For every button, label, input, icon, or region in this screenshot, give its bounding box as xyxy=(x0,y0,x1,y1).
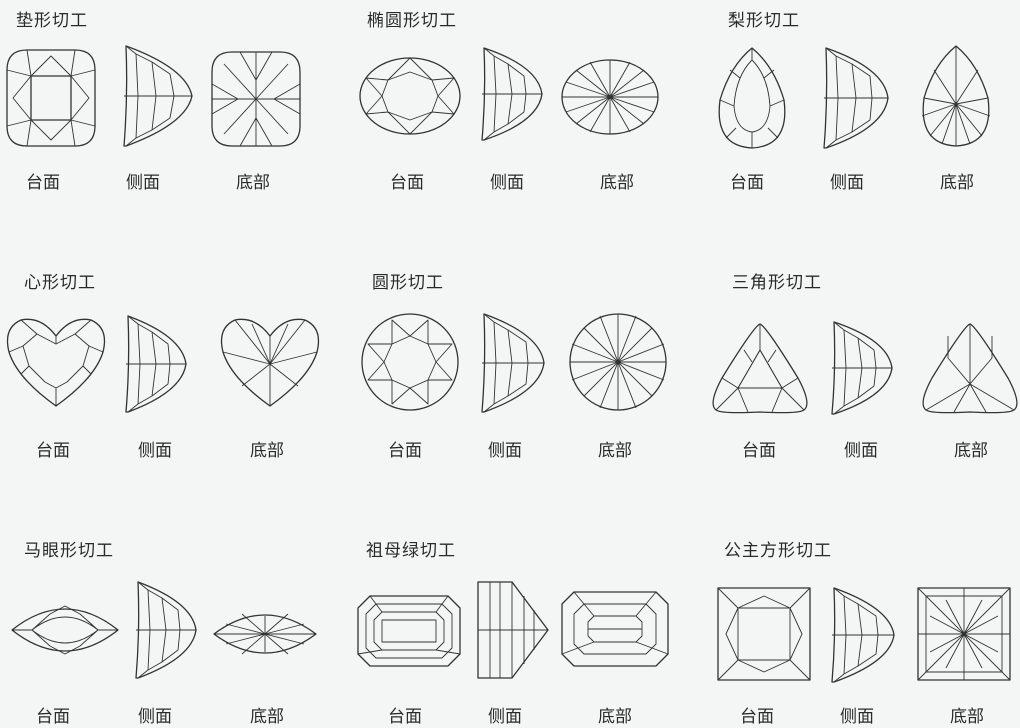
pear-label-side: 侧面 xyxy=(830,173,864,193)
oval-label-side: 侧面 xyxy=(490,173,524,193)
pear-label-pavilion: 底部 xyxy=(940,173,974,193)
marquise-label-pavilion: 底部 xyxy=(250,707,284,727)
emerald-label-pavilion: 底部 xyxy=(598,707,632,727)
heart-pavilion-view xyxy=(220,318,320,407)
heart-label-table: 台面 xyxy=(36,441,70,461)
trillion-side-view xyxy=(831,321,893,415)
pear-label-table: 台面 xyxy=(730,173,764,193)
cushion-label-side: 侧面 xyxy=(126,173,160,193)
oval-label-pavilion: 底部 xyxy=(600,173,634,193)
marquise-table-view xyxy=(11,605,119,655)
emerald-side-view xyxy=(477,581,549,679)
trillion-label-pavilion: 底部 xyxy=(954,441,988,461)
round-label-pavilion: 底部 xyxy=(598,441,632,461)
cushion-label-pavilion: 底部 xyxy=(236,173,270,193)
round-cut-title: 圆形切工 xyxy=(372,273,444,293)
marquise-side-view xyxy=(135,581,197,679)
emerald-pavilion-view xyxy=(561,591,669,667)
princess-label-table: 台面 xyxy=(740,707,774,727)
trillion-pavilion-view xyxy=(922,323,1018,414)
oval-label-table: 台面 xyxy=(390,173,424,193)
pear-cut-title: 梨形切工 xyxy=(728,11,800,31)
oval-cut-title: 椭圆形切工 xyxy=(367,11,457,31)
emerald-label-side: 侧面 xyxy=(488,707,522,727)
marquise-label-table: 台面 xyxy=(36,707,70,727)
princess-label-side: 侧面 xyxy=(840,707,874,727)
marquise-cut-title: 马眼形切工 xyxy=(24,541,114,561)
trillion-label-side: 侧面 xyxy=(844,441,878,461)
heart-label-side: 侧面 xyxy=(138,441,172,461)
heart-cut-title: 心形切工 xyxy=(24,273,96,293)
princess-side-view xyxy=(831,587,895,683)
trillion-table-view xyxy=(712,323,808,414)
oval-pavilion-view xyxy=(561,59,659,135)
marquise-pavilion-view xyxy=(213,613,317,655)
heart-side-view xyxy=(125,315,187,413)
trillion-label-table: 台面 xyxy=(742,441,776,461)
round-table-view xyxy=(361,313,459,411)
cushion-label-table: 台面 xyxy=(26,173,60,193)
princess-table-view xyxy=(717,587,811,681)
round-label-table: 台面 xyxy=(388,441,422,461)
pear-pavilion-view xyxy=(921,45,991,147)
heart-label-pavilion: 底部 xyxy=(250,441,284,461)
cushion-cut-title: 垫形切工 xyxy=(16,11,88,31)
princess-cut-title: 公主方形切工 xyxy=(724,541,832,561)
pear-table-view xyxy=(718,47,786,149)
heart-table-view xyxy=(6,318,106,407)
oval-table-view xyxy=(359,57,461,135)
round-label-side: 侧面 xyxy=(488,441,522,461)
round-pavilion-view xyxy=(569,313,667,411)
round-side-view xyxy=(481,313,545,413)
pear-side-view xyxy=(823,47,889,149)
marquise-label-side: 侧面 xyxy=(138,707,172,727)
princess-pavilion-view xyxy=(917,587,1011,681)
cushion-side-view xyxy=(123,45,193,147)
oval-side-view xyxy=(481,47,543,141)
emerald-label-table: 台面 xyxy=(388,707,422,727)
emerald-cut-title: 祖母绿切工 xyxy=(366,541,456,561)
cushion-table-view xyxy=(6,49,96,147)
princess-label-pavilion: 底部 xyxy=(950,707,984,727)
cushion-pavilion-view xyxy=(211,51,301,147)
emerald-table-view xyxy=(357,595,461,667)
trillion-cut-title: 三角形切工 xyxy=(732,273,822,293)
